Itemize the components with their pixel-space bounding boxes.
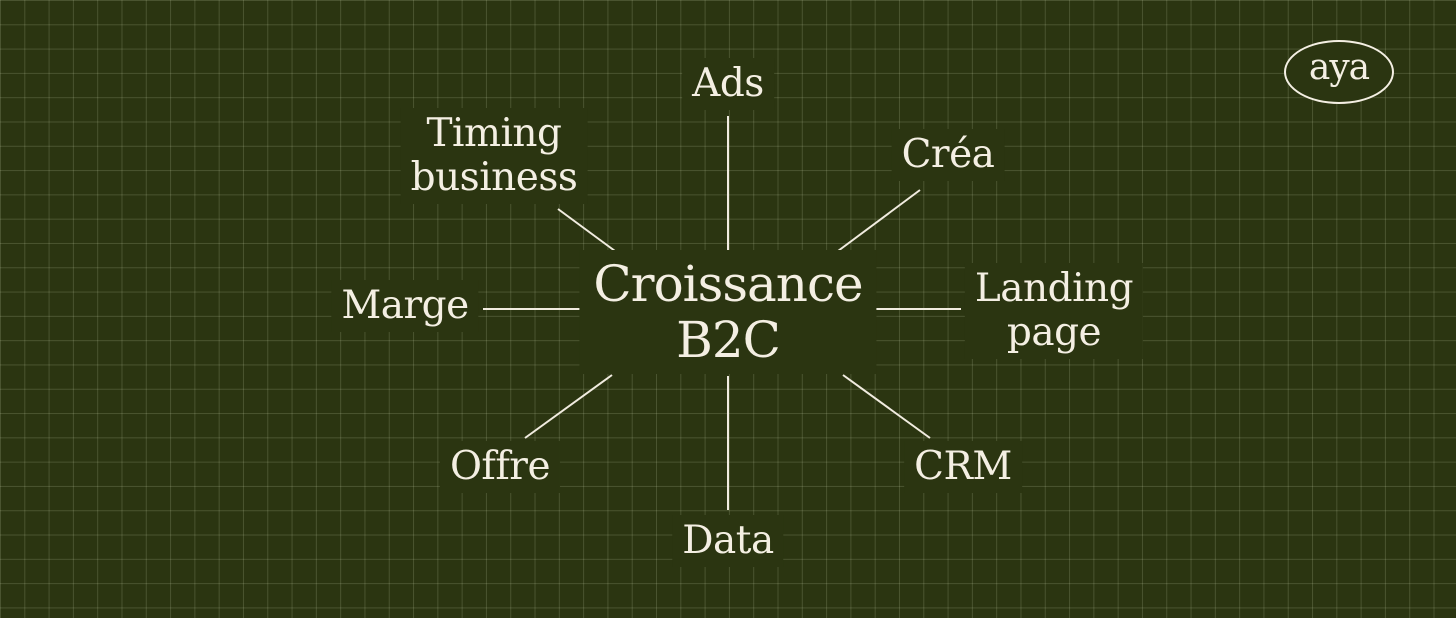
node-ads: Ads <box>682 58 774 110</box>
node-marge: Marge <box>331 280 479 332</box>
connector-offre <box>524 374 613 439</box>
node-crm: CRM <box>904 441 1022 493</box>
node-offre: Offre <box>439 441 561 493</box>
node-landing-page: Landing page <box>964 263 1144 359</box>
connector-crm <box>842 374 931 439</box>
brand-logo-text: aya <box>1308 47 1370 88</box>
node-timing-business: Timing business <box>400 108 588 204</box>
node-crea: Créa <box>891 129 1005 181</box>
brand-logo: aya <box>1284 40 1394 104</box>
node-data: Data <box>672 515 784 567</box>
central-topic: Croissance B2C <box>579 250 877 374</box>
connector-timing <box>557 208 616 252</box>
connector-crea <box>837 189 921 252</box>
